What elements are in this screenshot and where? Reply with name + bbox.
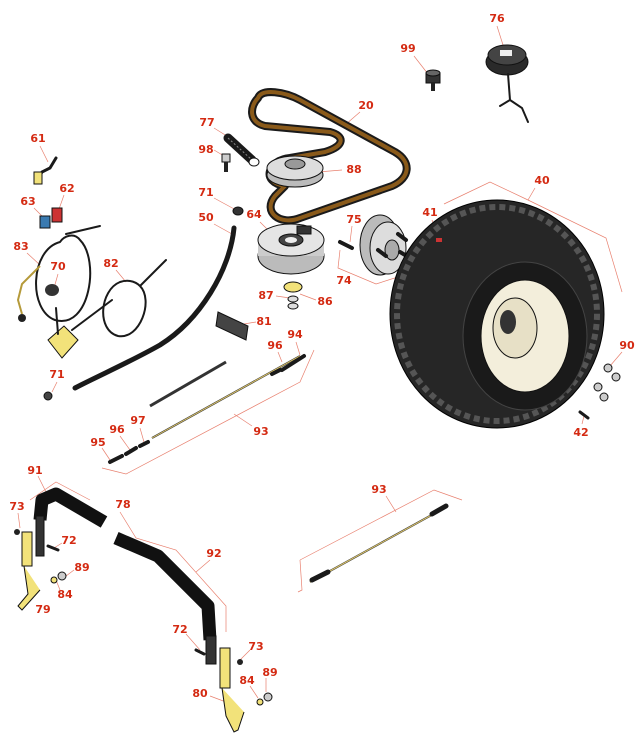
callout-79: 79 <box>35 603 50 616</box>
callouts: 76 99 20 77 98 88 61 62 63 71 50 64 75 4… <box>9 12 635 700</box>
small-hardware <box>14 529 273 706</box>
callout-61: 61 <box>30 132 45 145</box>
part-80-spindle <box>205 635 245 733</box>
part-98-bolt <box>221 153 231 172</box>
part-82-cable <box>71 259 167 338</box>
part-42-valve-stem <box>578 410 590 420</box>
callout-40: 40 <box>534 174 550 187</box>
part-71-nut-lower <box>43 391 53 401</box>
callout-71: 71 <box>198 186 213 199</box>
callout-83: 83 <box>13 240 28 253</box>
callout-76: 76 <box>489 12 505 25</box>
callout-96-lower: 96 <box>109 423 125 436</box>
part-20-belt <box>248 88 411 225</box>
callout-93: 93 <box>253 425 268 438</box>
part-64-clutch <box>257 223 325 275</box>
part-63-connector <box>39 215 51 229</box>
callout-41: 41 <box>422 206 437 219</box>
part-75-hub <box>338 214 412 276</box>
callout-92: 92 <box>206 547 221 560</box>
part-90-lugnuts <box>593 363 621 402</box>
callout-75: 75 <box>346 213 361 226</box>
part-79-spindle <box>17 515 45 611</box>
part-88-pulley <box>266 155 324 188</box>
callout-78: 78 <box>115 498 130 511</box>
callout-81: 81 <box>256 315 271 328</box>
callout-89-lower: 89 <box>262 666 277 679</box>
callout-74: 74 <box>336 274 352 287</box>
leader-lines <box>17 25 623 703</box>
callout-87: 87 <box>258 289 273 302</box>
callout-84-lower: 84 <box>239 674 255 687</box>
part-81-bar <box>215 311 249 341</box>
part-41-valve <box>436 238 442 242</box>
callout-99: 99 <box>400 42 415 55</box>
callout-95: 95 <box>90 436 105 449</box>
callout-42: 42 <box>573 426 588 439</box>
callout-97: 97 <box>130 414 145 427</box>
callout-98: 98 <box>198 143 213 156</box>
part-87-spacers <box>287 295 299 310</box>
part-50-cable <box>72 225 237 391</box>
callout-77: 77 <box>199 116 214 129</box>
callout-64: 64 <box>246 208 262 221</box>
part-83-cable <box>16 225 101 322</box>
callout-90: 90 <box>619 339 635 352</box>
callout-88: 88 <box>346 163 361 176</box>
part-70-knob <box>45 284 59 296</box>
part-92-arm <box>113 532 217 641</box>
part-99-cap <box>425 69 441 91</box>
part-rod-upper <box>149 360 227 408</box>
callout-82: 82 <box>103 257 118 270</box>
callout-62: 62 <box>59 182 74 195</box>
callout-91: 91 <box>27 464 42 477</box>
callout-72-lower: 72 <box>172 623 187 636</box>
part-76-seat-switch <box>485 44 529 123</box>
callout-80: 80 <box>192 687 208 700</box>
callout-73: 73 <box>9 500 24 513</box>
callout-50: 50 <box>198 211 214 224</box>
part-86-washer <box>283 281 303 293</box>
callout-86: 86 <box>317 295 333 308</box>
callout-96: 96 <box>267 339 283 352</box>
part-71-nut <box>232 206 244 216</box>
callout-89: 89 <box>74 561 89 574</box>
callout-72: 72 <box>61 534 76 547</box>
callout-20: 20 <box>358 99 374 112</box>
part-62-bracket <box>51 207 63 223</box>
part-94-96-fittings <box>108 354 306 464</box>
part-40-tire <box>389 199 605 429</box>
callout-63: 63 <box>20 195 35 208</box>
callout-70: 70 <box>50 260 66 273</box>
callout-84: 84 <box>57 588 73 601</box>
part-91-arm <box>33 487 108 528</box>
part-bracket-70 <box>47 307 79 359</box>
callout-93-lower: 93 <box>371 483 386 496</box>
callout-73-lower: 73 <box>248 640 263 653</box>
part-61-switch <box>33 156 58 185</box>
callout-94: 94 <box>287 328 303 341</box>
callout-71-lower: 71 <box>49 368 64 381</box>
part-77-spring <box>223 133 260 167</box>
